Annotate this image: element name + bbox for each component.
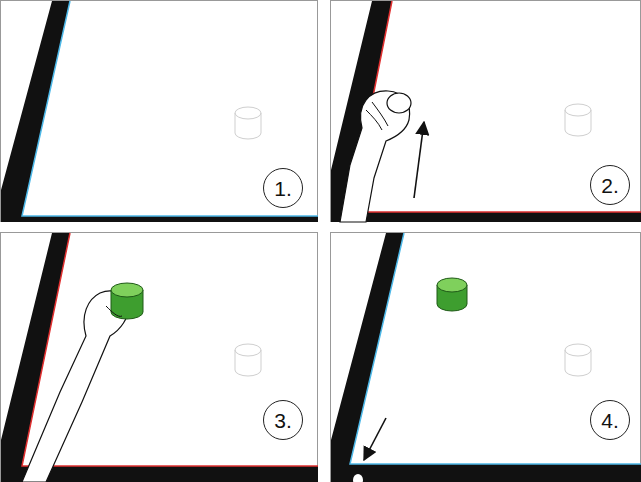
- step-number-circle: 4.: [590, 400, 630, 440]
- table-outline: [22, 1, 318, 216]
- hand-fingers: [106, 306, 122, 316]
- table-edge: [1, 233, 318, 482]
- target-cylinder: [565, 104, 591, 136]
- step-number-circle: 2.: [590, 165, 630, 205]
- panel-one: [1, 1, 319, 223]
- panel-frame: [331, 1, 641, 222]
- panel-frame: [331, 233, 641, 482]
- hand-fingers: [366, 102, 388, 130]
- panel-four: [331, 233, 641, 482]
- panel-frame: [1, 233, 318, 482]
- green-cylinder: [437, 278, 467, 311]
- target-cylinder: [565, 344, 591, 376]
- panel-two: [331, 1, 641, 223]
- table-outline: [350, 233, 641, 464]
- step-number: 2.: [601, 175, 619, 196]
- table-edge: [331, 233, 641, 482]
- target-cylinder: [235, 107, 261, 139]
- panel-frame: [1, 1, 318, 222]
- target-cylinder: [235, 344, 261, 376]
- step-number: 4.: [601, 410, 619, 431]
- finger-tip: [353, 474, 363, 482]
- step-number: 1.: [274, 178, 292, 199]
- step-number-circle: 3.: [263, 400, 303, 440]
- table-edge: [1, 1, 318, 222]
- step-number-circle: 1.: [263, 168, 303, 208]
- motion-arrow: [364, 418, 386, 460]
- panel-three: [1, 233, 319, 482]
- table-edge: [331, 1, 641, 222]
- table-outline: [350, 1, 641, 212]
- white-puck: [387, 93, 411, 113]
- step-number: 3.: [274, 410, 292, 431]
- motion-arrow: [414, 122, 424, 198]
- green-cylinder: [111, 283, 143, 319]
- hand: [22, 291, 128, 482]
